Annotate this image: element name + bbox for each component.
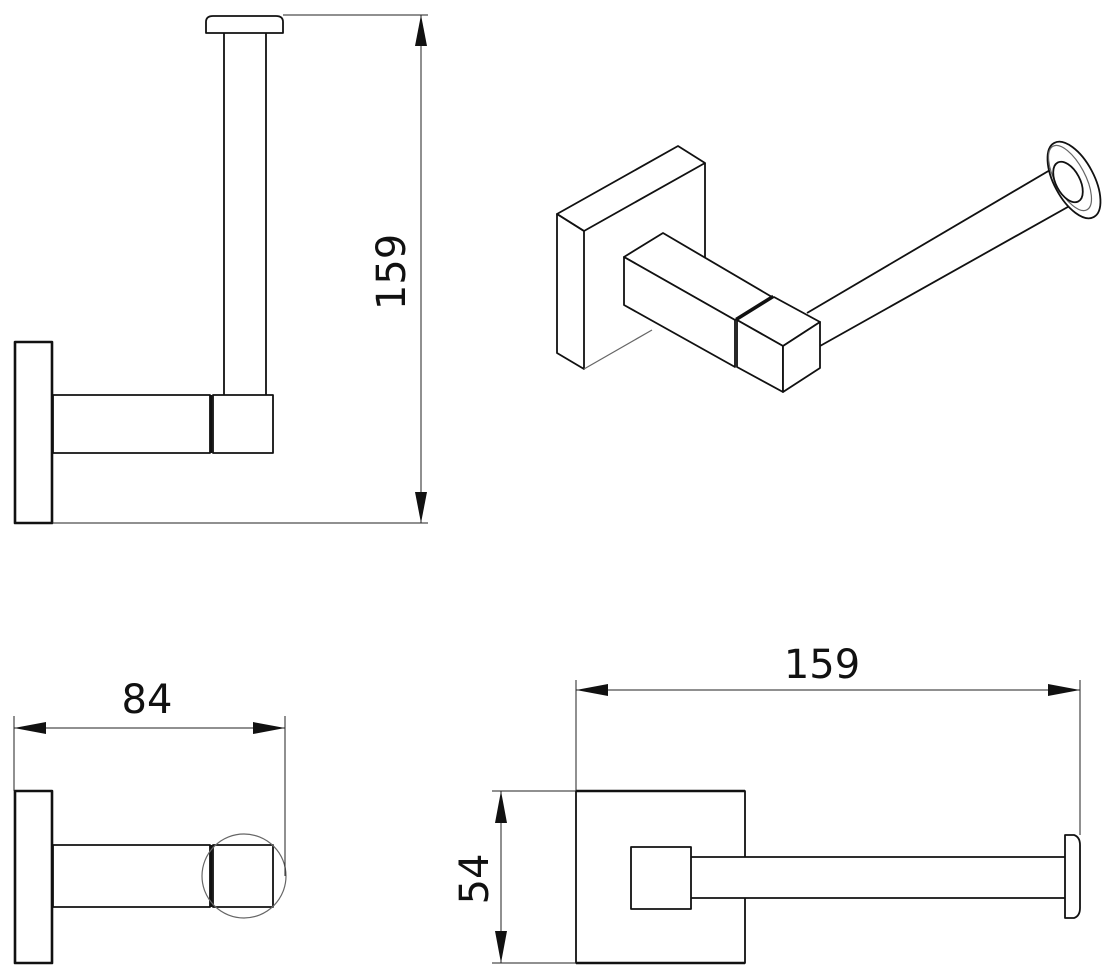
- arrowhead: [495, 931, 507, 963]
- iso-cube-side: [782, 321, 821, 393]
- iso-joint: [735, 294, 774, 321]
- isometric-view: [556, 140, 1102, 393]
- arrowhead: [415, 492, 427, 523]
- dimension-label-width: 159: [784, 642, 860, 688]
- dimension-label-side-height: 159: [369, 234, 415, 310]
- arrowhead: [576, 684, 608, 696]
- iso-rod-top: [806, 162, 1063, 314]
- iso-rod-bottom: [819, 198, 1083, 347]
- side-view-wall-plate: [13, 340, 54, 525]
- arrowhead: [1048, 684, 1080, 696]
- arrowhead: [495, 791, 507, 823]
- bottom-view-block: [212, 844, 274, 908]
- side-view-block: [212, 394, 274, 454]
- arrowhead: [415, 15, 427, 46]
- arrowhead: [14, 722, 46, 734]
- iso-plate-top: [556, 145, 706, 232]
- bottom-view-wall-plate: [13, 789, 54, 965]
- front-view-wall-plate: [575, 790, 746, 964]
- bottom-view-arm: [52, 844, 211, 908]
- front-view-end-cap: [1064, 834, 1081, 919]
- iso-plate-bottom-edge: [583, 329, 653, 370]
- iso-arm-front: [623, 256, 736, 368]
- front-view-block: [630, 846, 692, 910]
- front-view: 159 54: [452, 642, 1081, 965]
- iso-rod-end: [1052, 160, 1084, 204]
- side-view: 159: [13, 14, 428, 525]
- arrowhead: [253, 722, 285, 734]
- iso-plate-side: [556, 213, 585, 370]
- dimension-label-plate-height: 54: [452, 854, 498, 905]
- bottom-view-end-disk: [201, 833, 287, 919]
- bottom-view: 84: [13, 677, 287, 965]
- side-view-arm: [52, 394, 211, 454]
- dimension-label-depth: 84: [122, 677, 173, 723]
- side-view-end-cap: [205, 15, 284, 34]
